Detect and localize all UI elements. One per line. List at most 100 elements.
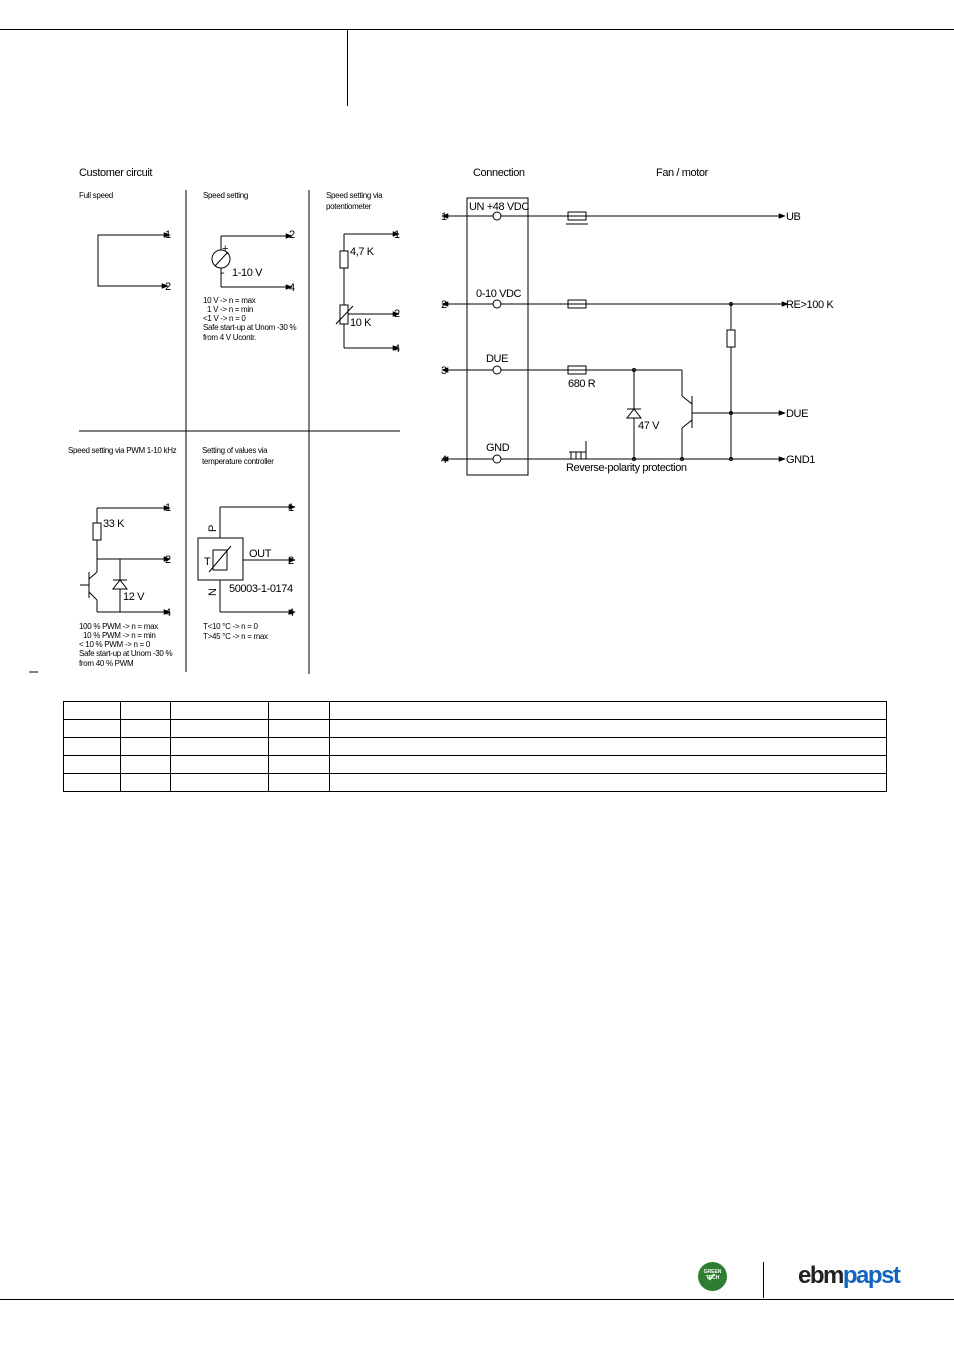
connection-pin3-number: 3	[441, 365, 447, 377]
brand-text: ebm	[798, 1262, 844, 1289]
ebmpapst-logo: ebmpapst	[798, 1262, 901, 1290]
pwm-pin4: 4	[165, 607, 171, 619]
full-speed-title: Full speed	[79, 191, 113, 200]
table-cell	[268, 755, 330, 774]
table-cell	[268, 701, 330, 720]
zener-47v-label: 47 V	[638, 420, 660, 432]
table-cell	[120, 755, 171, 774]
top-border-line	[0, 29, 954, 30]
speed-setting-note: 10 V -> n = max	[203, 296, 256, 305]
bottom-border-line	[0, 1299, 954, 1300]
temperature-part-number: 50003-1-0174	[229, 583, 293, 595]
speed-setting-title: Speed setting	[203, 191, 248, 200]
pwm-pin2: 2	[165, 554, 171, 566]
table-cell	[63, 719, 121, 738]
temperature-title-line2: temperature controller	[202, 457, 274, 466]
fan-motor-title: Fan / motor	[656, 167, 709, 179]
speed-setting-pin4: 4	[289, 282, 295, 294]
table-cell	[170, 737, 269, 756]
speed-setting-note: Safe start-up at Unom -30 %	[203, 323, 296, 332]
checkmark-icon: ✔	[707, 1272, 717, 1284]
pwm-resistor-label: 33 K	[103, 518, 125, 530]
table-row	[63, 773, 887, 792]
table-cell	[63, 773, 121, 792]
connection-pin4-label: GND	[486, 442, 510, 454]
speed-setting-minus-sign: -	[221, 267, 225, 279]
customer-circuit-title: Customer circuit	[79, 167, 152, 179]
connection-pin4-number: 4	[441, 454, 447, 466]
footer-logos: GREEN TECH ✔ ebmpapst	[696, 1262, 901, 1298]
table-row	[63, 755, 887, 774]
table-cell	[63, 701, 121, 720]
pin-assignment-table	[63, 701, 887, 792]
table-cell	[268, 737, 330, 756]
table-cell	[120, 773, 171, 792]
potentiometer-pin2: 2	[394, 308, 400, 320]
pwm-note: < 10 % PWM -> n = 0	[79, 640, 151, 649]
temperature-p-label: P	[207, 525, 219, 532]
full-speed-pin2: 2	[165, 281, 171, 293]
temperature-title-line1: Setting of values via	[202, 446, 268, 455]
potentiometer-r1-label: 4,7 K	[350, 246, 375, 258]
output-due-label: DUE	[786, 408, 808, 420]
temperature-pin4: 4	[288, 607, 294, 619]
table-cell	[268, 719, 330, 738]
table-row	[63, 737, 887, 756]
temperature-note: T>45 °C -> n = max	[203, 632, 268, 641]
green-tech-badge-icon: GREEN TECH ✔	[698, 1262, 727, 1291]
pwm-note: 10 % PWM -> n = min	[83, 631, 156, 640]
badge-text: TECH	[705, 1275, 720, 1281]
table-cell	[170, 755, 269, 774]
reverse-polarity-label: Reverse-polarity protection	[566, 462, 687, 474]
table-cell	[63, 755, 121, 774]
table-cell	[170, 773, 269, 792]
potentiometer-r2-label: 10 K	[350, 317, 372, 329]
temperature-t-label: T	[204, 556, 211, 568]
header-divider-line	[347, 29, 348, 106]
wiring-diagram: Customer circuit Full speed 1 2 Speed se…	[29, 167, 835, 674]
table-cell	[329, 773, 887, 792]
table-cell	[268, 773, 330, 792]
pwm-note: Safe start-up at Unom -30 %	[79, 649, 172, 658]
table-cell	[120, 701, 171, 720]
table-cell	[120, 737, 171, 756]
output-ub-label: UB	[786, 211, 801, 223]
speed-setting-note: 1 V -> n = min	[207, 305, 253, 314]
table-cell	[63, 737, 121, 756]
table-cell	[170, 701, 269, 720]
temperature-pin2: 2	[288, 555, 294, 567]
potentiometer-title-line2: potentiometer	[326, 202, 372, 211]
table-cell	[170, 719, 269, 738]
table-cell	[329, 755, 887, 774]
table-row	[63, 701, 887, 720]
resistor-680r-label: 680 R	[568, 378, 596, 390]
connection-pin3-label: DUE	[486, 353, 508, 365]
badge-text: GREEN	[703, 1269, 722, 1275]
temperature-out-label: OUT	[249, 548, 272, 560]
temperature-pin1: 1	[288, 502, 294, 514]
potentiometer-pin1: 1	[394, 229, 400, 241]
speed-setting-note: from 4 V Ucontr.	[203, 333, 256, 342]
brand-text: papst	[842, 1262, 901, 1289]
speed-setting-pin2: 2	[289, 229, 295, 241]
table-cell	[120, 719, 171, 738]
speed-setting-plus-sign: +	[222, 243, 228, 255]
speed-setting-voltage: 1-10 V	[232, 267, 263, 279]
connection-pin1-number: 1	[441, 211, 447, 223]
output-gnd1-label: GND1	[786, 454, 815, 466]
table-row	[63, 719, 887, 738]
output-re-label: RE>100 K	[786, 299, 834, 311]
pwm-zener-label: 12 V	[123, 591, 145, 603]
temperature-n-label: N	[207, 588, 219, 596]
potentiometer-pin4: 4	[394, 343, 400, 355]
temperature-note: T<10 °C -> n = 0	[203, 622, 259, 631]
table-cell	[329, 737, 887, 756]
pwm-note: from 40 % PWM	[79, 659, 134, 668]
pwm-note: 100 % PWM -> n = max	[79, 622, 158, 631]
pwm-pin1: 1	[165, 502, 171, 514]
pwm-title: Speed setting via PWM 1-10 kHz	[68, 446, 177, 455]
logo-divider	[763, 1262, 764, 1298]
speed-setting-note: <1 V -> n = 0	[203, 314, 246, 323]
table-cell	[329, 701, 887, 720]
connection-pin1-label: UN +48 VDC	[469, 201, 529, 213]
